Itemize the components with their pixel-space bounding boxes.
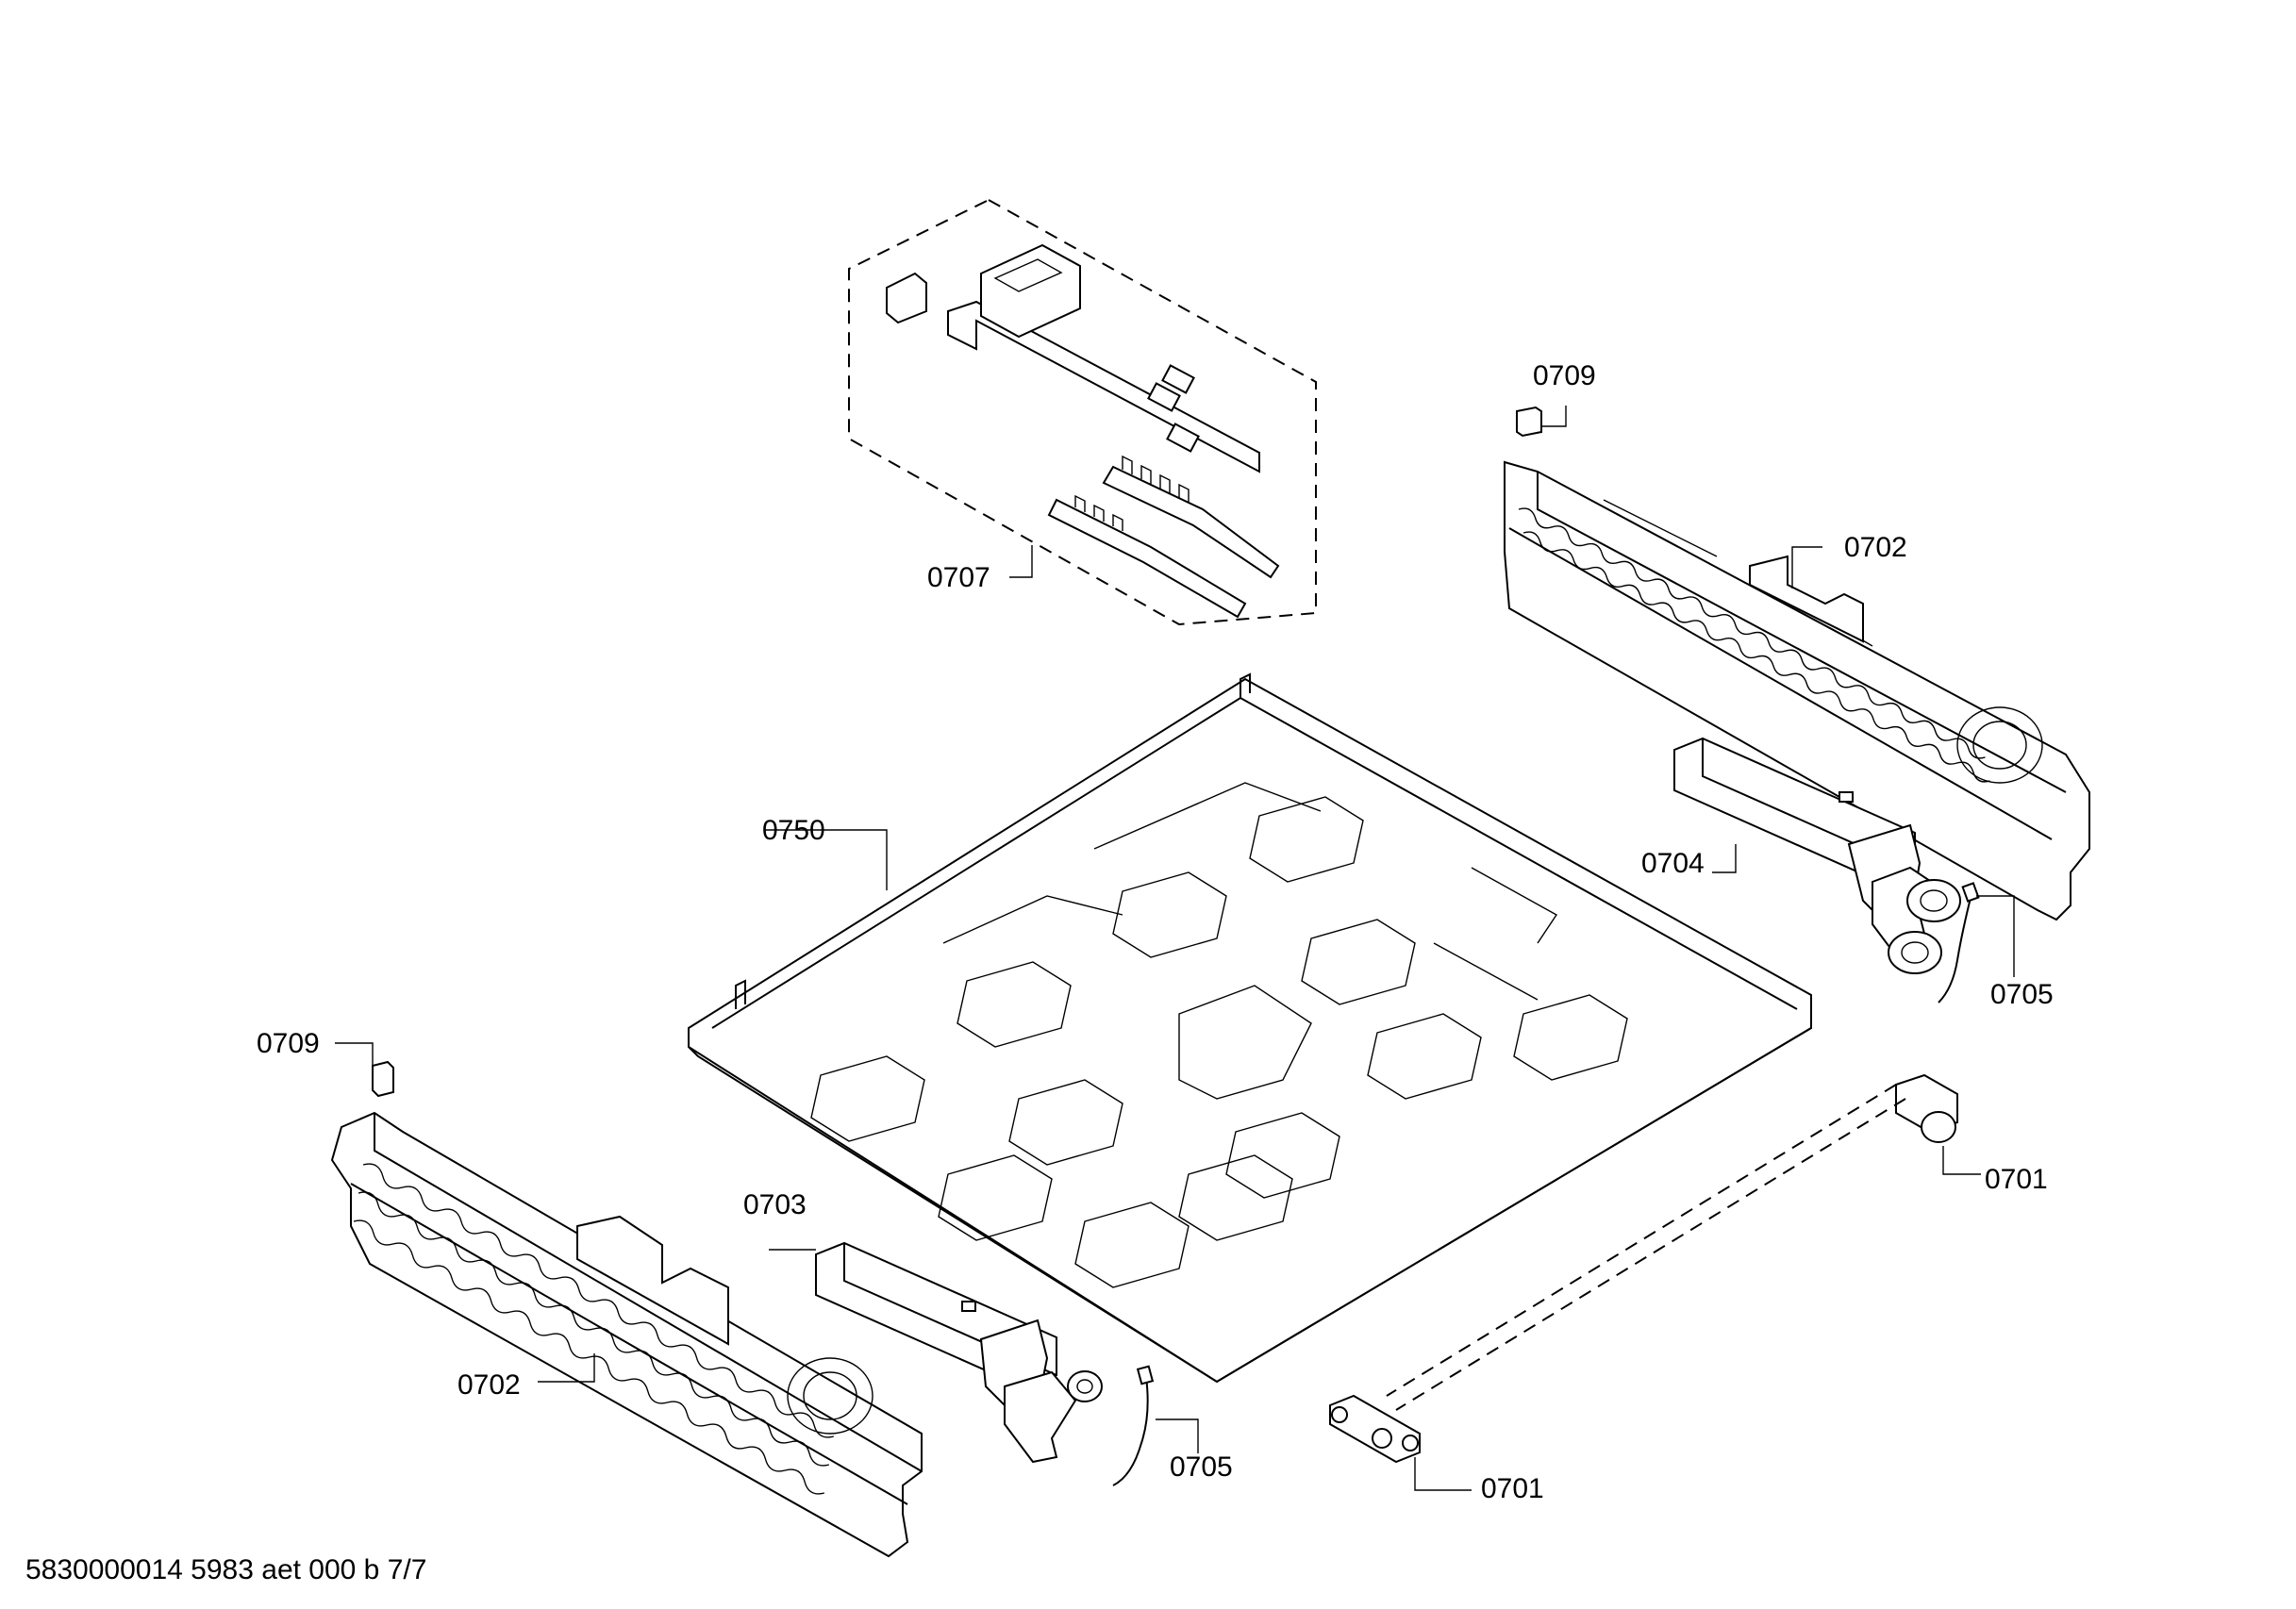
part-0702-top-side-frame: [1504, 460, 2090, 921]
label-0705-bottom: 0705: [1170, 1451, 1233, 1483]
part-0701-bottom-hinge: [1329, 1394, 1472, 1491]
part-0750-base-tray: [688, 672, 1812, 1384]
label-0704: 0704: [1641, 848, 1705, 879]
label-0707: 0707: [927, 562, 990, 593]
label-0705-right: 0705: [1990, 979, 2054, 1010]
label-0709-left: 0709: [257, 1028, 320, 1059]
part-0707-kit: [848, 198, 1317, 626]
label-0703: 0703: [743, 1189, 807, 1220]
part-0709-left: [335, 1042, 394, 1098]
part-0705-right-cable: [1938, 882, 2015, 1004]
document-reference-footer: 5830000014 5983 aet 000 b 7/7: [25, 1554, 427, 1585]
label-0709-top: 0709: [1533, 360, 1596, 391]
part-0703-left-bracket: [769, 1241, 1103, 1464]
part-0704-right-bracket: [1673, 737, 1961, 974]
part-0705-bottom-cable: [1112, 1365, 1199, 1486]
label-0702-top: 0702: [1844, 532, 1907, 563]
part-0702-bottom-side-frame: [330, 1111, 923, 1558]
label-0702-bottom: 0702: [458, 1369, 521, 1401]
part-0709-top: [1516, 406, 1567, 438]
label-0701-right: 0701: [1985, 1164, 2048, 1195]
label-0750: 0750: [762, 815, 825, 846]
label-0701-bottom: 0701: [1481, 1473, 1544, 1504]
part-0701-right-hinge: [1386, 1073, 1981, 1411]
